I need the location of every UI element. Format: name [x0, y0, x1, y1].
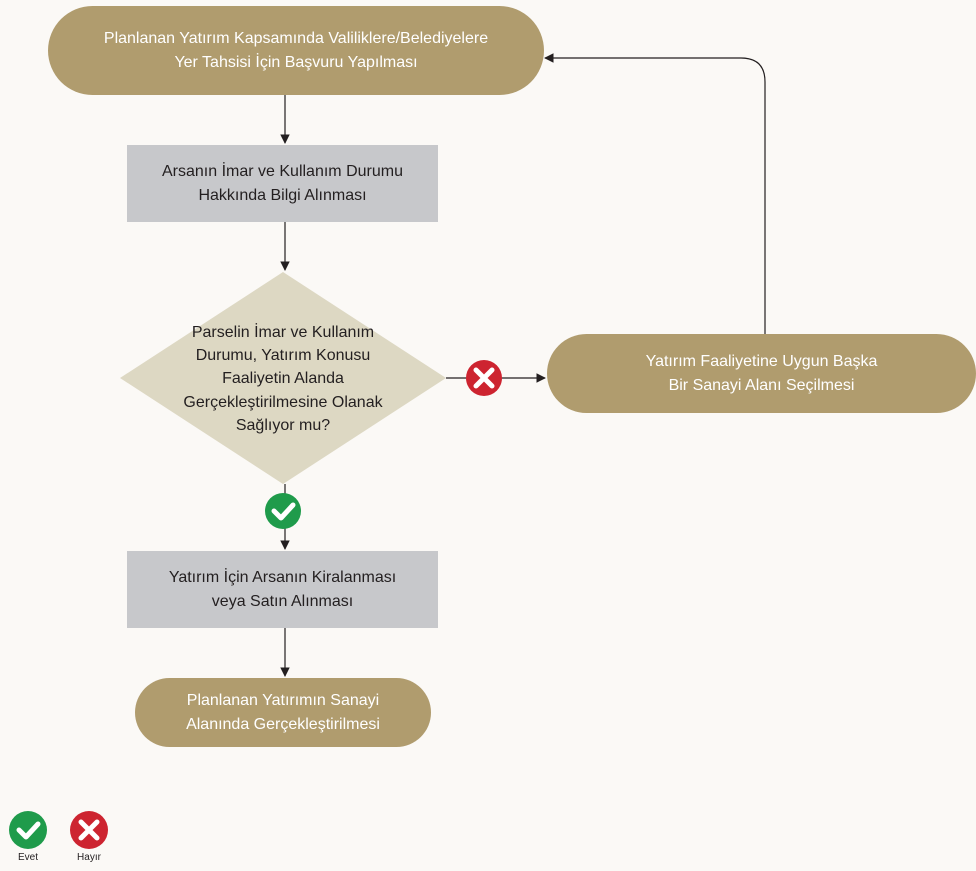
decision-node: Parselin İmar ve Kullanım Durumu, Yatırı… [160, 324, 406, 434]
rent-node: Yatırım İçin Arsanın Kiralanması veya Sa… [127, 551, 438, 628]
rent-node-line2: veya Satın Alınması [211, 592, 354, 610]
check-circle-icon [265, 493, 301, 529]
info-node-line2: Hakkında Bilgi Alınması [198, 186, 367, 204]
arrow-alt-to-start [544, 53, 766, 334]
start-node-line2: Yer Tahsisi İçin Başvuru Yapılması [174, 53, 418, 71]
info-node-line1: Arsanın İmar ve Kullanım Durumu [162, 163, 403, 181]
decision-line4: Olanak Sağlıyor mu? [235, 393, 383, 434]
start-node: Planlanan Yatırım Kapsamında Valiliklere… [48, 6, 544, 95]
decision-line3: Alanda Gerçekleştirilmesine [183, 370, 344, 411]
legend-check-circle-icon [9, 811, 47, 849]
decision-diamond [120, 272, 446, 484]
legend-x-circle-icon [70, 811, 108, 849]
rent-node-line1: Yatırım İçin Arsanın Kiralanması [168, 569, 397, 587]
start-node-line1: Planlanan Yatırım Kapsamında Valiliklere… [103, 30, 489, 48]
alternative-node-line1: Yatırım Faaliyetine Uygun Başka [645, 353, 878, 371]
end-node: Planlanan Yatırımın Sanayi Alanında Gerç… [135, 678, 431, 747]
info-node: Arsanın İmar ve Kullanım Durumu Hakkında… [127, 145, 438, 222]
legend-yes-label: Evet [17, 852, 38, 863]
alternative-node-line2: Bir Sanayi Alanı Seçilmesi [668, 376, 855, 394]
alternative-node: Yatırım Faaliyetine Uygun Başka Bir Sana… [547, 334, 976, 413]
decision-line2: Durumu, Yatırım Konusu Faaliyetin [195, 347, 371, 388]
x-circle-icon [466, 360, 502, 396]
end-node-line2: Alanında Gerçekleştirilmesi [186, 715, 380, 733]
legend-no-label: Hayır [77, 852, 101, 863]
decision-line1: Parselin İmar ve Kullanım [191, 324, 375, 342]
end-node-line1: Planlanan Yatırımın Sanayi [186, 692, 380, 710]
